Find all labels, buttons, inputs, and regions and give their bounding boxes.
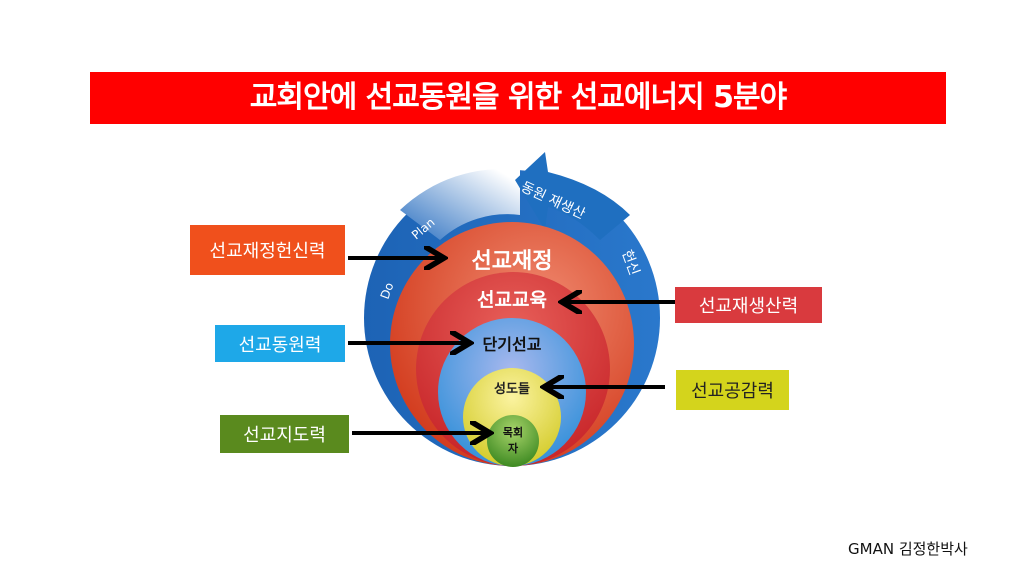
pastor-text-1: 목회 (503, 425, 523, 439)
label-empathy: 선교공감력 (676, 370, 789, 410)
pastor-text-2: 자 (508, 441, 519, 455)
cycle-arrowhead (515, 152, 630, 240)
ring-pastor (487, 415, 539, 467)
footer-author: GMAN 김정한박사 (848, 540, 968, 558)
ring-fade (400, 168, 520, 240)
do-label: Do (378, 281, 397, 301)
slide-title: 교회안에 선교동원을 위한 선교에너지 5분야 (90, 72, 946, 124)
label-reproduction: 선교재생산력 (675, 287, 822, 323)
saints-text: 성도들 (494, 382, 530, 397)
label-finance-devotion: 선교재정헌신력 (190, 225, 345, 275)
finance-text: 선교재정 (472, 249, 553, 274)
education-text: 선교교육 (477, 289, 547, 311)
short-term-text: 단기선교 (483, 335, 542, 354)
label-mobilization: 선교동원력 (215, 325, 345, 362)
label-leadership: 선교지도력 (220, 415, 349, 453)
